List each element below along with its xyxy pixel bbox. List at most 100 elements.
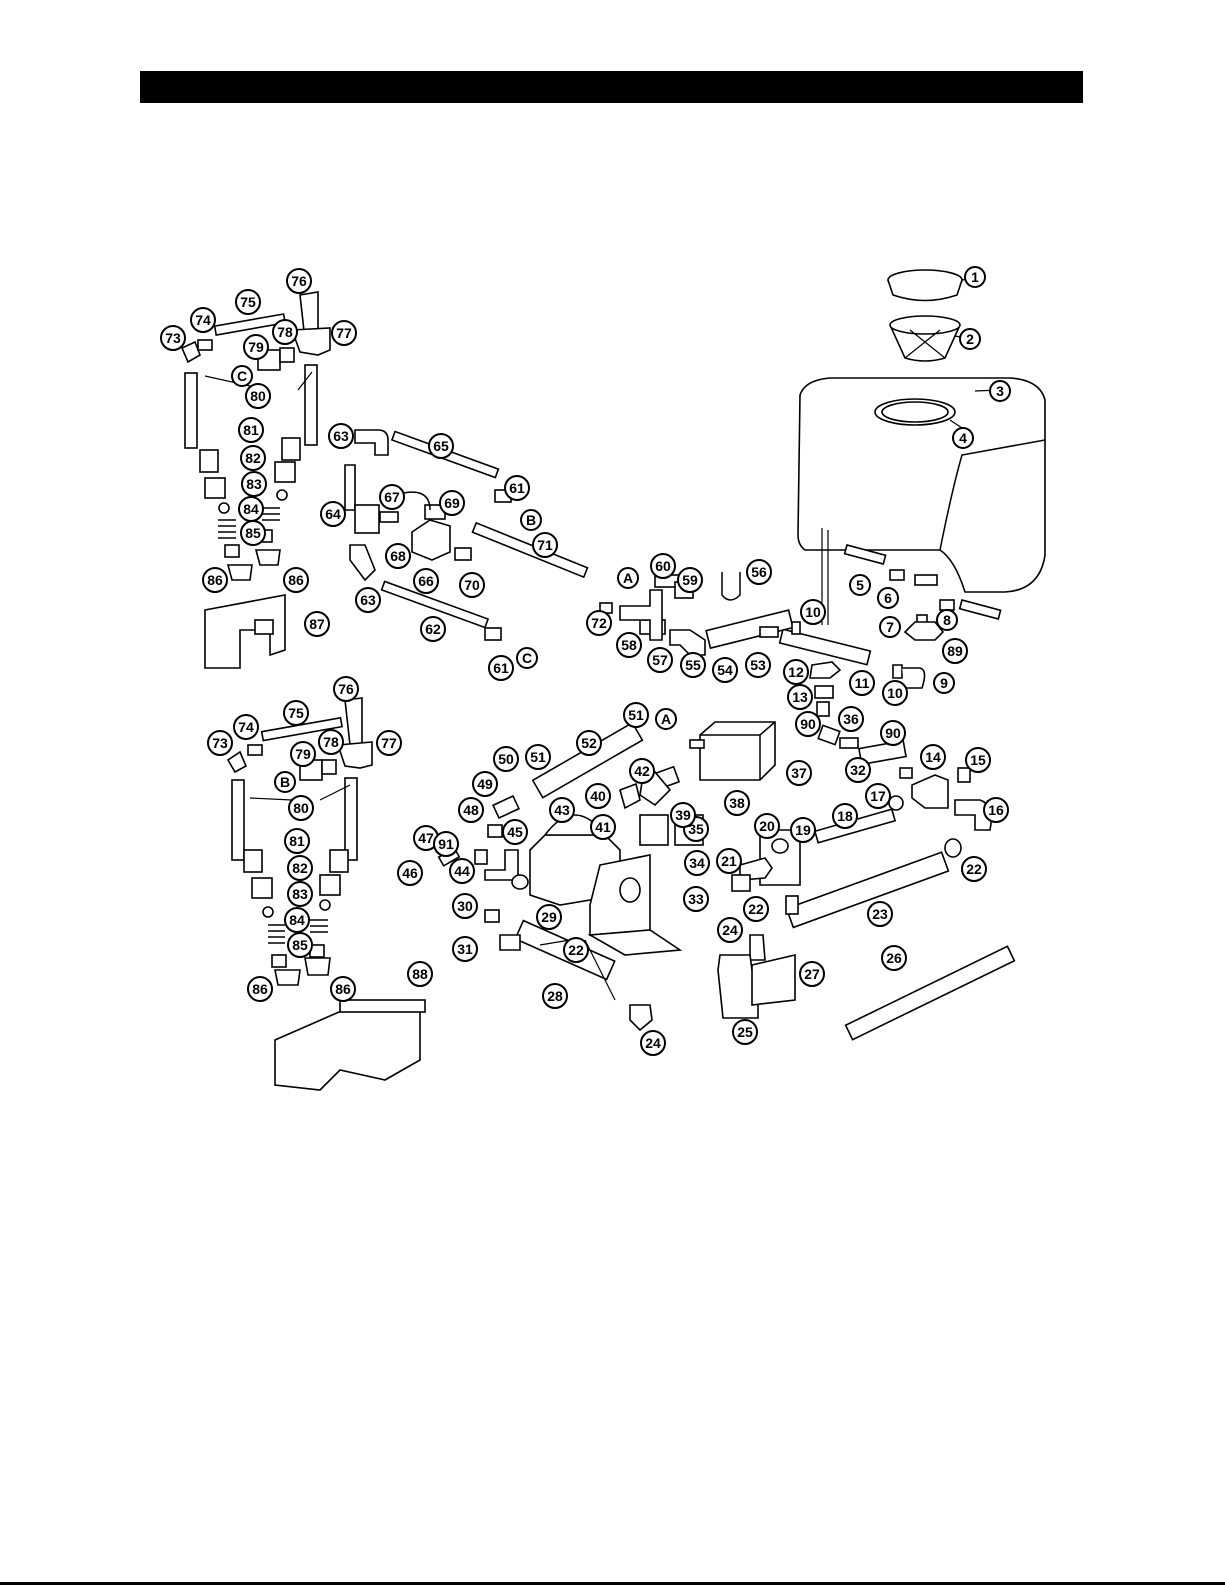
callout-label: 17	[870, 788, 886, 804]
callout-circle	[640, 1030, 666, 1056]
callout-circle	[288, 795, 314, 821]
callout-label: 69	[444, 495, 460, 511]
callout-c59: 59	[677, 567, 703, 593]
callout-circle	[882, 680, 908, 706]
callout-c7: 7	[879, 616, 901, 638]
callout-c85a: 85	[240, 520, 266, 546]
callout-label: 85	[292, 937, 308, 953]
callout-circle	[304, 611, 330, 637]
callout-cB1: B	[520, 509, 542, 531]
callout-label: 86	[207, 572, 223, 588]
callout-label: 10	[805, 604, 821, 620]
callout-circle	[786, 760, 812, 786]
callout-circle	[787, 684, 813, 710]
callout-c60: 60	[650, 553, 676, 579]
callout-label: 76	[291, 273, 307, 289]
callout-circle	[952, 427, 974, 449]
callout-circle	[879, 616, 901, 638]
callout-c44: 44	[449, 858, 475, 884]
callout-c33: 33	[683, 886, 709, 912]
callout-label: 91	[438, 836, 454, 852]
callout-label: 83	[292, 886, 308, 902]
callout-c82a: 82	[240, 445, 266, 471]
callout-circle	[452, 936, 478, 962]
callout-c84a: 84	[238, 496, 264, 522]
callout-label: 63	[333, 428, 349, 444]
callout-circle	[684, 850, 710, 876]
callout-label: A	[623, 570, 633, 586]
callout-label: 77	[381, 735, 397, 751]
callout-label: 22	[966, 861, 982, 877]
callout-c22a: 22	[961, 856, 987, 882]
callout-circle	[745, 652, 771, 678]
callout-label: 33	[688, 891, 704, 907]
callout-label: 18	[837, 808, 853, 824]
callout-label: 38	[729, 795, 745, 811]
callout-label: 52	[581, 735, 597, 751]
callout-circle	[563, 937, 589, 963]
callout-label: 86	[288, 572, 304, 588]
callout-label: 86	[252, 981, 268, 997]
callout-label: C	[522, 650, 532, 666]
callout-circle	[284, 828, 310, 854]
callout-label: 81	[243, 422, 259, 438]
callout-label: 62	[425, 621, 441, 637]
callout-c10b: 10	[882, 680, 908, 706]
callout-circle	[683, 886, 709, 912]
callout-label: 14	[925, 749, 941, 765]
callout-circle	[536, 904, 562, 930]
callout-circle	[790, 817, 816, 843]
callout-c89: 89	[942, 638, 968, 664]
callout-c79a: 79	[243, 334, 269, 360]
callout-circle	[287, 932, 313, 958]
callout-label: 60	[655, 558, 671, 574]
callout-circle	[724, 790, 750, 816]
callout-circle	[452, 893, 478, 919]
callout-label: 47	[418, 830, 434, 846]
callout-label: 44	[454, 863, 470, 879]
callout-label: 10	[887, 685, 903, 701]
callout-circle	[493, 746, 519, 772]
callout-label: 54	[717, 662, 733, 678]
callout-circle	[433, 831, 459, 857]
callout-label: 22	[748, 901, 764, 917]
callout-circle	[376, 730, 402, 756]
callout-label: 75	[288, 705, 304, 721]
callout-c78b: 78	[318, 729, 344, 755]
callout-label: 48	[463, 802, 479, 818]
callout-circle	[838, 706, 864, 732]
callout-c72: 72	[586, 610, 612, 636]
callout-c51a: 51	[623, 702, 649, 728]
callout-label: 49	[477, 776, 493, 792]
callout-c56: 56	[746, 559, 772, 585]
callout-c24b: 24	[640, 1030, 666, 1056]
callout-circle	[502, 819, 528, 845]
callout-circle	[965, 747, 991, 773]
callout-circle	[385, 543, 411, 569]
callout-circle	[933, 672, 955, 694]
callout-circle	[238, 417, 264, 443]
callout-circle	[586, 610, 612, 636]
callout-c48: 48	[458, 797, 484, 823]
callout-label: 28	[547, 988, 563, 1004]
callout-circle	[397, 860, 423, 886]
callout-circle	[799, 961, 825, 987]
callout-c73b: 73	[207, 730, 233, 756]
callout-label: 24	[645, 1035, 661, 1051]
callout-label: 79	[295, 746, 311, 762]
callout-c37: 37	[786, 760, 812, 786]
callout-circle	[333, 676, 359, 702]
callout-label: 6	[884, 590, 892, 606]
callout-c22b: 22	[743, 896, 769, 922]
callout-c11: 11	[849, 670, 875, 696]
callout-c47: 47	[413, 825, 439, 851]
callout-circle	[247, 976, 273, 1002]
callout-c13: 13	[787, 684, 813, 710]
upper-left-plumbing	[344, 429, 613, 641]
callout-circle	[655, 708, 677, 730]
callout-label: 12	[788, 664, 804, 680]
callout-circle	[623, 702, 649, 728]
callout-label: 39	[675, 807, 691, 823]
callout-label: 5	[856, 577, 864, 593]
callout-label: 72	[591, 615, 607, 631]
